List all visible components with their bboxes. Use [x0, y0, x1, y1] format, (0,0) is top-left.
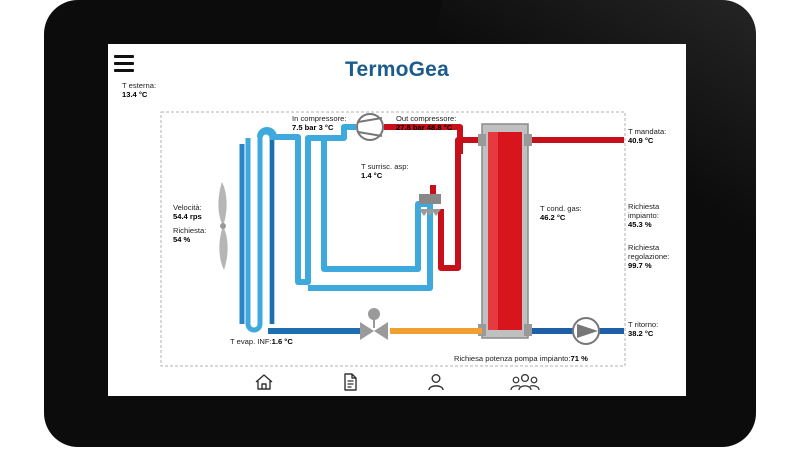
expansion-valve [360, 308, 388, 340]
app-screen: TermoGea [108, 44, 686, 396]
compressor [356, 113, 384, 141]
evaporator-coil [239, 129, 275, 333]
diagram-frame [160, 111, 626, 367]
t-evap-inf-readout: T evap. INF:1.6 °C [230, 337, 293, 346]
superheat-loop [321, 138, 430, 272]
richiesta-ventola-readout: Richiesta:54 % [173, 226, 207, 245]
in-compressore-readout: In compressore:7.5 bar 3 °C [292, 114, 347, 133]
out-compressore-readout: Out compressore:27.8 bar 48.8 °C [396, 114, 457, 133]
evaporator-fan [218, 182, 228, 270]
four-way-valve [419, 185, 441, 216]
t-surrisc-readout: T surrisc. asp:1.4 °C [361, 162, 409, 181]
user-icon[interactable] [426, 372, 446, 392]
velocita-readout: Velocità:54.4 rps [173, 203, 202, 222]
richiesta-pompa-readout: Richiesa potenza pompa impianto:71 % [454, 354, 588, 363]
document-icon[interactable] [340, 372, 360, 392]
hamburger-menu-icon[interactable] [114, 55, 134, 73]
t-esterna-readout: T esterna:13.4 °C [122, 81, 157, 100]
heat-pump-diagram [160, 111, 626, 367]
users-icon[interactable] [510, 372, 540, 392]
t-ritorno-readout: T ritorno:38.2 °C [628, 320, 659, 339]
home-icon[interactable] [254, 372, 274, 392]
suction-pipe [257, 124, 356, 285]
condenser-gas-cooler [478, 123, 532, 339]
t-mandata-readout: T mandata:40.9 °C [628, 127, 667, 146]
t-cond-gas-readout: T cond. gas:46.2 °C [540, 204, 582, 223]
circulation-pump [572, 317, 600, 345]
discharge-pipe [384, 124, 485, 271]
app-logo: TermoGea [345, 58, 449, 81]
return-to-evaporator [308, 204, 433, 291]
